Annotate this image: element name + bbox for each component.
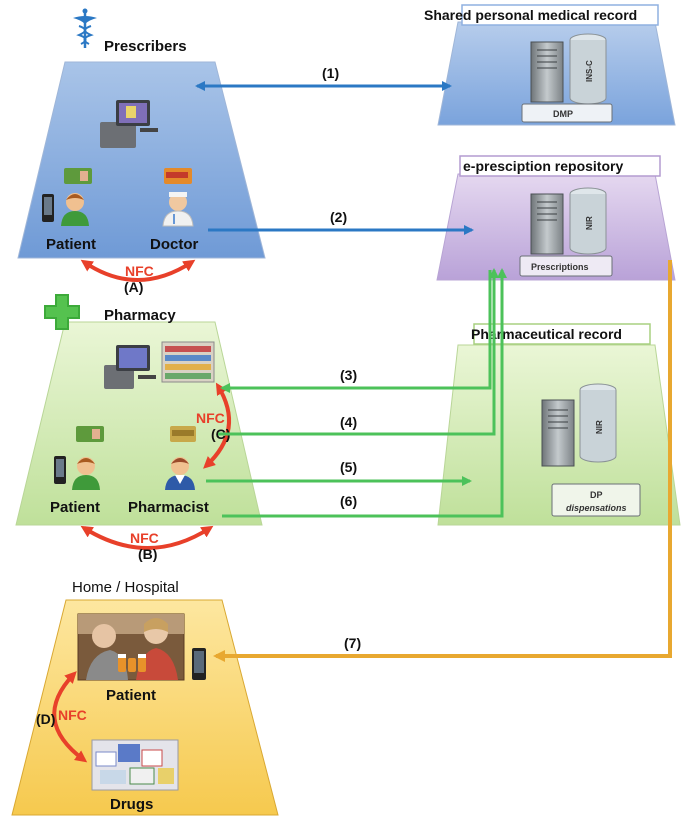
repository-zone: e-presciption repository NIR Prescriptio… [436,155,676,281]
prescribers-zone: Prescribers Patient D [17,8,266,295]
nfc-label-c: NFC [196,410,225,426]
nfc-arrow-c [203,382,232,469]
nfc-arrow-a [80,259,196,282]
home-phone-icon [192,648,206,680]
nfc-tag-a: (A) [124,279,143,295]
pharma-record-zone: Pharmaceutical record NIR DP dispensatio… [437,323,681,526]
pharma-record-title: Pharmaceutical record [471,326,622,342]
patient-icon [42,168,92,226]
pharmacy-title: Pharmacy [104,307,176,324]
pharmacy-computer-icon [104,345,156,389]
flow-6-label: (6) [340,493,357,509]
caduceus-icon [73,8,97,48]
flow-5: (5) [206,459,472,486]
flow-4: (4) [218,268,499,436]
flow-3-label: (3) [340,367,357,383]
repository-title: e-presciption repository [463,158,623,174]
drugs-photo [91,739,179,791]
flow-2-label: (2) [330,209,347,225]
pharmacy-patient-icon [54,426,104,490]
flow-4-label: (4) [340,414,357,430]
nfc-label-a: NFC [125,263,154,279]
flow-1: (1) [195,65,452,91]
flow-5-label: (5) [340,459,357,475]
nfc-arrow-d [52,671,88,763]
doctor-icon [162,168,194,227]
flow-1-label: (1) [322,65,339,81]
prescribers-title: Prescribers [104,38,187,55]
home-patient-photo [77,613,185,681]
home-patient-label: Patient [106,687,156,704]
pharma-record-server-icon: NIR [541,383,617,467]
nfc-tag-d: (D) [36,711,55,727]
nfc-tag-b: (B) [138,546,157,562]
prescribers-patient-label: Patient [46,236,96,253]
pharmacist-icon [165,426,196,490]
flow-2: (2) [208,209,474,235]
pharmacy-shelves-image [161,341,215,383]
dmp-title: Shared personal medical record [424,7,637,23]
repository-server-label: Prescriptions [531,262,589,272]
home-zone: Home / Hospital Patient [11,579,279,816]
dmp-db-label: INS-C [585,60,594,82]
flow-7: (7) [213,260,672,662]
nfc-arrow-b [80,525,214,550]
dmp-server-label: DMP [553,109,573,119]
flow-6: (6) [222,268,507,518]
flow-7-label: (7) [344,635,361,651]
pharmacy-zone: Pharmacy Patient [15,294,263,562]
pharma-record-db-label: NIR [595,420,604,434]
pharmacy-patient-label: Patient [50,499,100,516]
pharmacy-cross-icon [44,294,80,330]
computer-icon [100,100,158,148]
dmp-server-icon: INS-C [530,33,607,105]
nfc-label-d: NFC [58,707,87,723]
nfc-label-b: NFC [130,530,159,546]
repository-db-label: NIR [585,216,594,230]
pharmacist-label: Pharmacist [128,499,209,516]
drugs-label: Drugs [110,796,153,813]
home-title: Home / Hospital [72,579,179,596]
flow-3: (3) [220,270,492,393]
repository-server-icon: NIR [530,187,607,255]
pharma-record-server-label: DP [590,490,603,500]
dmp-zone: Shared personal medical record INS-C DMP [424,4,676,126]
prescribers-doctor-label: Doctor [150,236,198,253]
pharma-record-server-sub: dispensations [566,503,627,513]
